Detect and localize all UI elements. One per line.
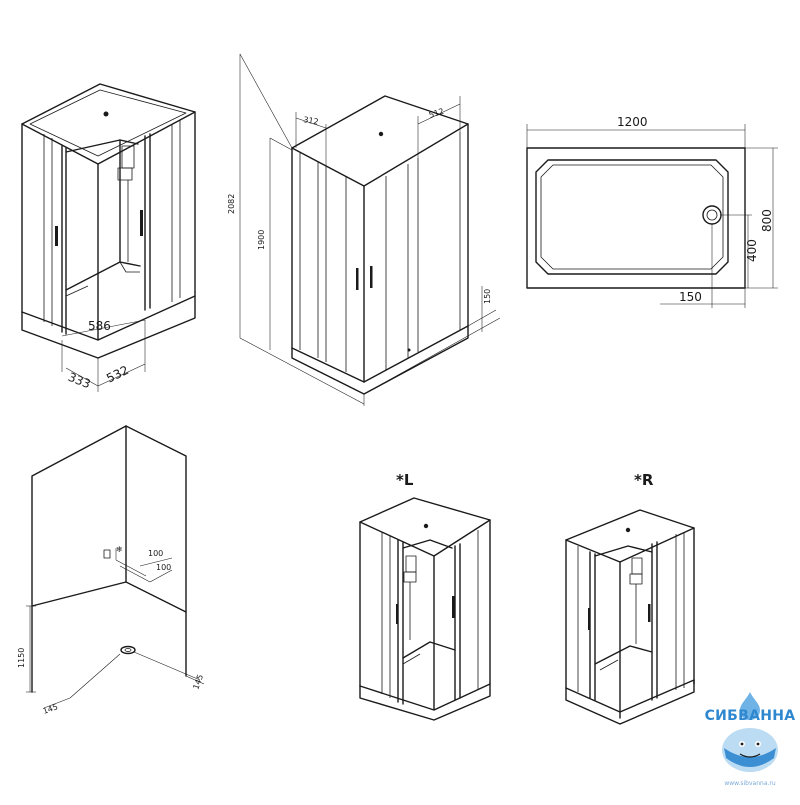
- brand-name: СИБВАННА: [704, 708, 796, 724]
- dim-512: 512: [428, 107, 445, 120]
- dim-586: 586: [88, 319, 111, 333]
- dim-1200: 1200: [617, 115, 648, 129]
- dim-532: 532: [104, 363, 131, 386]
- brand-url: www.sibvanna.ru: [724, 780, 776, 787]
- cabin-isometric-dimension-view: 2082 1900 150 312 512: [227, 53, 501, 406]
- dim-400: 400: [745, 239, 759, 262]
- dim-100-b: 100: [156, 563, 171, 572]
- dim-150: 150: [483, 289, 492, 304]
- shower-tray-top-view: 1200 800 400 150: [526, 115, 778, 308]
- dim-312: 312: [303, 115, 320, 127]
- cabin-variant-left: *L: [359, 471, 491, 721]
- dim-1900: 1900: [257, 230, 266, 250]
- dim-1150: 1150: [17, 648, 26, 668]
- dim-100-a: 100: [148, 549, 163, 558]
- brand-logo: СИБВАННА www.sibvanna.ru: [702, 690, 798, 794]
- dim-800: 800: [760, 209, 774, 232]
- dim-2082: 2082: [227, 194, 236, 214]
- dim-150: 150: [679, 290, 702, 304]
- dim-145-right: 145: [191, 673, 205, 690]
- dim-145-left: 145: [42, 702, 59, 716]
- dim-333: 333: [66, 370, 92, 392]
- variant-label-left: *L: [396, 471, 414, 489]
- variant-label-right: *R: [634, 471, 654, 489]
- cabin-isometric-open-view: 586 333 532: [21, 83, 196, 392]
- wall-installation-view: ❄ 100 100 1150 145 145: [17, 425, 205, 716]
- svg-text:❄: ❄: [116, 545, 123, 554]
- cabin-variant-right: *R: [565, 471, 695, 725]
